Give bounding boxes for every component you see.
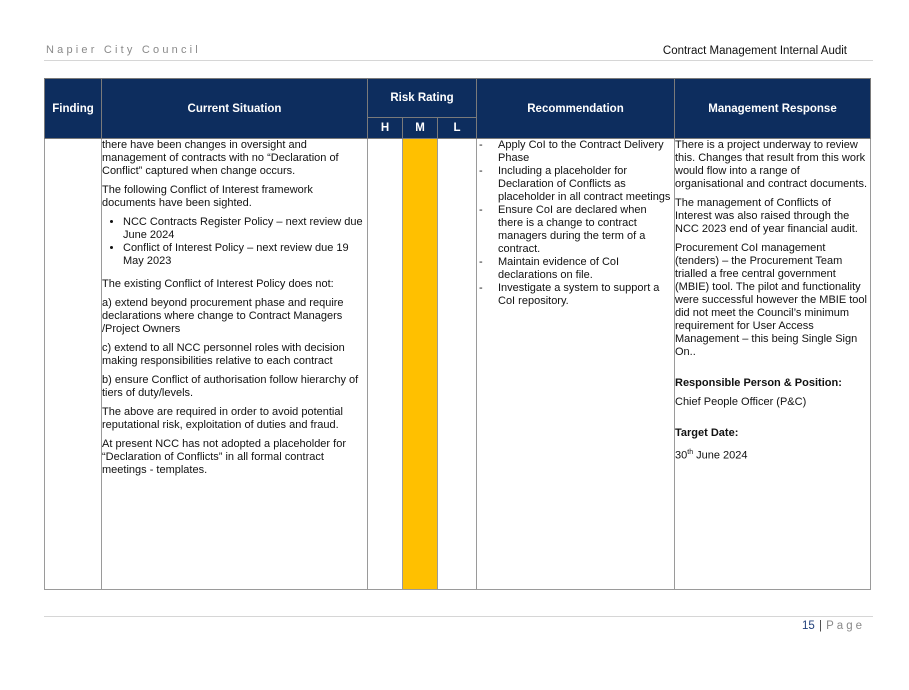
recommendation-header: Recommendation	[476, 78, 675, 139]
situation-paragraph: c) extend to all NCC personnel roles wit…	[102, 342, 345, 367]
table-header-row: Finding Current Situation Risk Rating Re…	[44, 78, 871, 139]
response-paragraph: The management of Conflicts of Interest …	[675, 197, 858, 235]
responsible-person-label: Responsible Person & Position:	[675, 377, 842, 389]
page-footer: 15 | Page	[802, 620, 865, 632]
situation-paragraph: The above are required in order to avoid…	[102, 406, 343, 431]
current-situation-header: Current Situation	[101, 78, 368, 139]
management-response-header: Management Response	[674, 78, 871, 139]
situation-paragraph: there have been changes in oversight and…	[102, 139, 339, 177]
page-number: 15	[801, 620, 815, 632]
recommendation-list: Apply CoI to the Contract Delivery Phase…	[477, 139, 674, 308]
list-item: Apply CoI to the Contract Delivery Phase	[477, 139, 674, 165]
situation-paragraph: b) ensure Conflict of authorisation foll…	[102, 374, 359, 399]
footer-divider	[44, 616, 873, 617]
framework-documents-list: NCC Contracts Register Policy – next rev…	[102, 216, 367, 268]
risk-rating-header: Risk Rating	[367, 78, 477, 118]
list-item: Including a placeholder for Declaration …	[477, 165, 674, 204]
response-paragraph: There is a project underway to review th…	[675, 139, 868, 190]
list-item: NCC Contracts Register Policy – next rev…	[123, 216, 367, 242]
recommendation-cell: Apply CoI to the Contract Delivery Phase…	[476, 138, 675, 590]
footer-separator: |	[818, 620, 822, 632]
response-paragraph: Procurement CoI management (tenders) – t…	[675, 242, 867, 358]
target-date-value: 30th June 2024	[675, 449, 748, 462]
table-row: there have been changes in oversight and…	[44, 138, 871, 590]
page-label: Page	[826, 620, 865, 632]
header-divider	[44, 60, 873, 61]
situation-paragraph: At present NCC has not adopted a placeho…	[102, 438, 346, 476]
finding-header: Finding	[44, 78, 102, 139]
list-item: Conflict of Interest Policy – next revie…	[123, 242, 367, 268]
list-item: Ensure CoI are declared when there is a …	[477, 204, 674, 256]
organization-name: Napier City Council	[46, 44, 201, 56]
audit-findings-table: Finding Current Situation Risk Rating Re…	[44, 78, 871, 590]
finding-cell	[44, 138, 102, 590]
risk-high-header: H	[367, 117, 403, 139]
risk-low-cell	[437, 138, 477, 590]
situation-paragraph: The following Conflict of Interest frame…	[102, 184, 313, 209]
current-situation-cell: there have been changes in oversight and…	[101, 138, 368, 590]
risk-medium-header: M	[402, 117, 438, 139]
list-item: Investigate a system to support a CoI re…	[477, 282, 674, 308]
risk-high-cell	[367, 138, 403, 590]
risk-low-header: L	[437, 117, 477, 139]
list-item: Maintain evidence of CoI declarations on…	[477, 256, 674, 282]
document-title: Contract Management Internal Audit	[662, 45, 847, 57]
risk-medium-cell-selected	[402, 138, 438, 590]
situation-paragraph: a) extend beyond procurement phase and r…	[102, 297, 344, 335]
management-response-cell: There is a project underway to review th…	[674, 138, 871, 590]
target-date-label: Target Date:	[675, 427, 739, 439]
responsible-person-value: Chief People Officer (P&C)	[675, 396, 807, 408]
situation-paragraph: The existing Conflict of Interest Policy…	[102, 278, 334, 290]
